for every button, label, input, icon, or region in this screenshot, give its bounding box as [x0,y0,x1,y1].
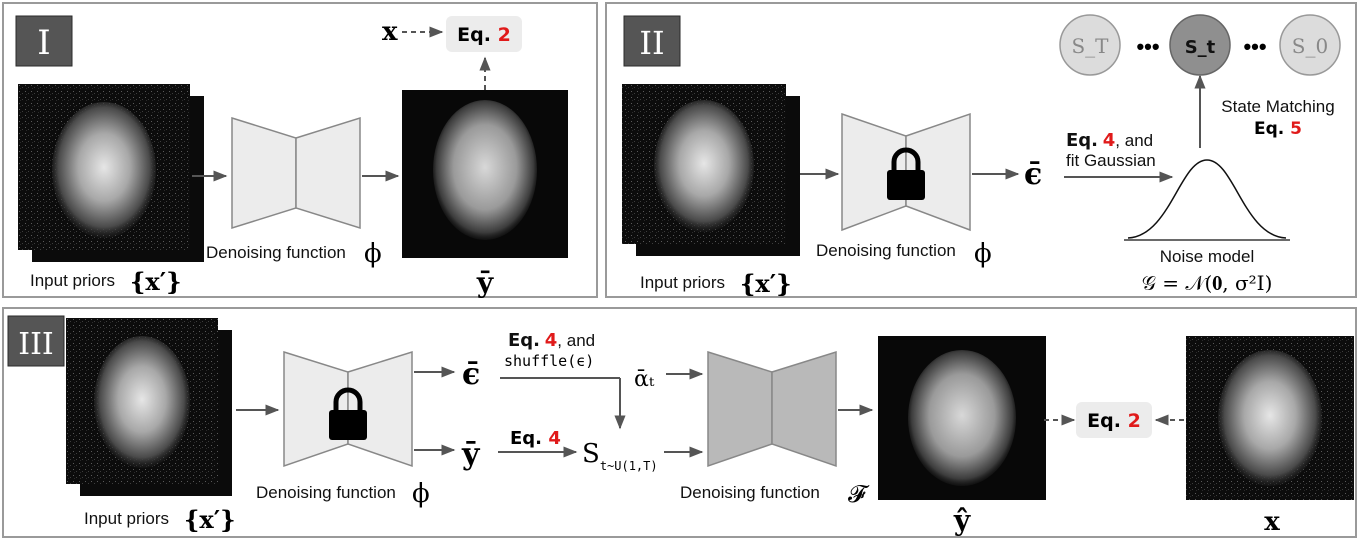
network2-symbol: 𝓕 [848,480,870,508]
lock-icon [887,147,925,200]
output-image-one [402,90,568,258]
state-label-T: S_T [1071,34,1109,58]
y-eq-number: 4 [548,428,561,449]
badge-one: I [15,15,73,67]
badge-three: III [7,315,65,367]
panel-one: I Input priors {x′} Denoising function ϕ… [2,2,598,299]
state-label-t: S_t [1185,37,1216,58]
x-target-symbol: x [1264,507,1280,537]
input-priors-math-one: {x′} [130,267,182,296]
ellipsis-left: ••• [1136,34,1159,59]
eq-prefix-one: Eq. [457,24,491,46]
state-symbol-three: S [582,439,600,469]
badge-one-label: I [37,23,50,63]
badge-two-label: II [639,24,664,62]
noise-model-formula: 𝒢 = 𝒩(𝟎, σ²I) [1142,271,1273,295]
input-priors-image-three [66,318,232,496]
target-image-three [1186,336,1354,500]
badge-three-label: III [18,327,54,362]
output-image-three [878,336,1046,500]
shuffle-eq-number: 4 [545,330,558,351]
denoising-network-two [841,112,971,232]
noise-model-label: Noise model [1160,247,1255,266]
shuffle-eq-prefix: Eq. [508,330,540,351]
svg-text:Eq. 5: Eq. 5 [1254,119,1302,139]
input-priors-image-one [18,84,204,262]
input-priors-math-three: {x′} [184,505,236,534]
shuffle-text: shuffle(ϵ) [504,352,594,370]
output-symbol-one: ȳ [476,266,494,299]
fit-eq-number-two: 4 [1103,130,1116,151]
svg-text:Eq. 4: Eq. 4 [510,428,561,449]
state-subscript-three: t~U(1,T) [600,459,658,473]
y-eq-prefix: Eq. [510,428,542,449]
state-node-0: S_0 [1279,14,1341,76]
svg-text:Eq. 2: Eq. 2 [1087,410,1141,432]
network-label-one: Denoising function [206,243,346,262]
ellipsis-right: ••• [1243,34,1266,59]
shuffle-eq-suffix: , and [557,331,595,350]
x-symbol-one: x [382,17,398,47]
panel-two: II Input priors {x′} Denoising function … [605,2,1357,298]
input-priors-image-two [622,84,800,256]
state-node-t: S_t [1169,14,1231,76]
denoising-network-three [283,350,413,468]
denoising-network-one [231,116,361,230]
lock-icon [329,387,367,440]
alpha-symbol: ᾱₜ [634,367,655,392]
fit-eq-suffix-two: , and [1115,131,1153,150]
network-label-three: Denoising function [256,483,396,502]
panel-three-frame [2,307,1357,538]
phi-symbol-one: ϕ [364,239,382,269]
y-hat-symbol: ŷ [953,504,971,537]
phi-symbol-two: ϕ [974,239,992,269]
fit-gaussian-label: fit Gaussian [1066,151,1156,170]
state-eq-number: 5 [1290,119,1302,139]
state-label-0: S_0 [1292,34,1328,58]
state-matching-label: State Matching [1221,97,1334,116]
state-eq-prefix: Eq. [1254,119,1284,139]
input-priors-label-one: Input priors [30,271,115,290]
fit-eq-prefix-two: Eq. [1066,130,1098,151]
panel-three: III Input priors {x′} Denoising function… [2,307,1357,538]
input-priors-label-three: Input priors [84,509,169,528]
network2-label: Denoising function [680,483,820,502]
eq-prefix-three: Eq. [1087,410,1121,432]
epsilon-symbol-three: ϵ̄ [462,357,480,392]
svg-text:Eq. 4, and: Eq. 4, and [1066,130,1153,151]
eq-number-three: 2 [1128,410,1141,432]
network-label-two: Denoising function [816,241,956,260]
eq-box-one: Eq. 2 [446,16,522,52]
svg-text:Eq. 2: Eq. 2 [457,24,511,46]
badge-two: II [623,15,681,67]
panel-two-frame [605,2,1357,298]
state-node-T: S_T [1059,14,1121,76]
gaussian-curve [1124,159,1290,241]
y-bar-symbol-three: ȳ [461,437,481,472]
svg-text:Eq. 4, and: Eq. 4, and [508,330,595,351]
svg-text:St~U(1,T): St~U(1,T) [582,439,658,473]
phi-symbol-three: ϕ [412,479,430,509]
eq-box-three: Eq. 2 [1076,402,1152,438]
input-priors-label-two: Input priors [640,273,725,292]
eq-number-one: 2 [498,24,511,46]
epsilon-symbol-two: ϵ̄ [1024,157,1042,192]
denoising-network-F [707,350,837,468]
panel-one-frame [2,2,598,298]
input-priors-math-two: {x′} [740,269,792,298]
